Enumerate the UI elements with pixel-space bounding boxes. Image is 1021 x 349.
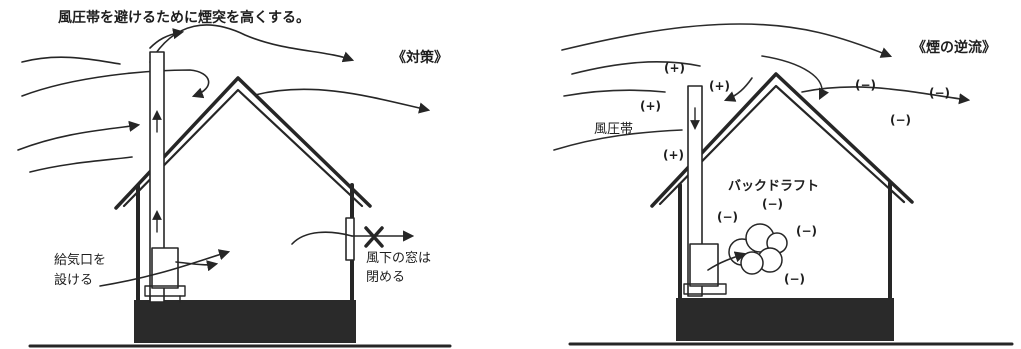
plus-sign: (+) <box>640 99 661 113</box>
plus-sign: (+) <box>663 148 684 162</box>
minus-sign: (−) <box>784 272 805 286</box>
house-right <box>568 72 1014 346</box>
wind-line-3 <box>149 28 185 49</box>
minus-sign: (−) <box>855 78 876 92</box>
window-frame-left <box>345 217 355 261</box>
minus-sign: (−) <box>762 197 783 211</box>
wind-line-r2 <box>571 61 701 75</box>
right-panel: 《煙の逆流》 <box>553 23 1014 346</box>
left-panel-title: 《対策》 <box>392 49 448 66</box>
foundation-left <box>134 300 356 343</box>
intake-arrow-1 <box>99 249 231 287</box>
wind-line-6 <box>17 120 141 151</box>
house-left <box>28 76 452 348</box>
wind-line-r1 <box>561 23 893 58</box>
wind-line-4 <box>21 69 210 99</box>
wind-line-2 <box>149 24 355 63</box>
downwind-window <box>291 217 415 261</box>
stove-base-right <box>683 283 727 295</box>
left-panel: 風圧帯を避けるために煙突を高くする。 《対策》 <box>17 9 452 348</box>
plus-sign: (+) <box>709 79 730 93</box>
wind-line-r3 <box>761 55 830 101</box>
wind-line-1 <box>21 56 121 65</box>
intake-label-line2: 設ける <box>54 272 93 288</box>
closed-x-icon <box>364 226 384 248</box>
intake-label-line1: 給気口を <box>54 252 106 268</box>
wind-line-r6 <box>563 89 666 97</box>
minus-sign: (−) <box>796 224 817 238</box>
foundation-right <box>676 298 894 341</box>
intake-airflow <box>99 249 231 287</box>
wind-line-r7 <box>553 129 683 151</box>
backdraft-arrow <box>707 251 747 271</box>
wind-lines-left <box>17 24 431 173</box>
wind-line-7 <box>29 156 133 173</box>
pressure-zone-label: 風圧帯 <box>594 122 633 137</box>
plus-sign: (+) <box>664 61 685 75</box>
pressure-signs: (+) (+) (+) (+) (−) (−) (−) (−) (−) (−) … <box>640 61 950 286</box>
stove-right <box>689 243 719 287</box>
smoke-cloud <box>707 223 788 275</box>
window-flow-arrow <box>291 231 353 245</box>
wind-line-r4 <box>723 77 753 102</box>
right-panel-title: 《煙の逆流》 <box>912 39 996 56</box>
intake-arrow-2 <box>175 260 219 272</box>
window-label-line1: 風下の窓は <box>366 250 431 266</box>
minus-sign: (−) <box>890 113 911 127</box>
wind-line-5 <box>254 88 431 114</box>
minus-sign: (−) <box>717 210 738 224</box>
top-note: 風圧帯を避けるために煙突を高くする。 <box>58 9 310 26</box>
wind-lines-right <box>553 23 971 151</box>
stove-left <box>151 247 179 289</box>
backdraft-label: バックドラフト <box>728 179 819 194</box>
chimney-left <box>144 51 186 303</box>
minus-sign: (−) <box>929 86 950 100</box>
wind-line-r5 <box>801 86 971 105</box>
stove-base-left <box>144 285 186 297</box>
window-label-line2: 閉める <box>366 270 405 285</box>
chimney-right <box>683 85 727 297</box>
